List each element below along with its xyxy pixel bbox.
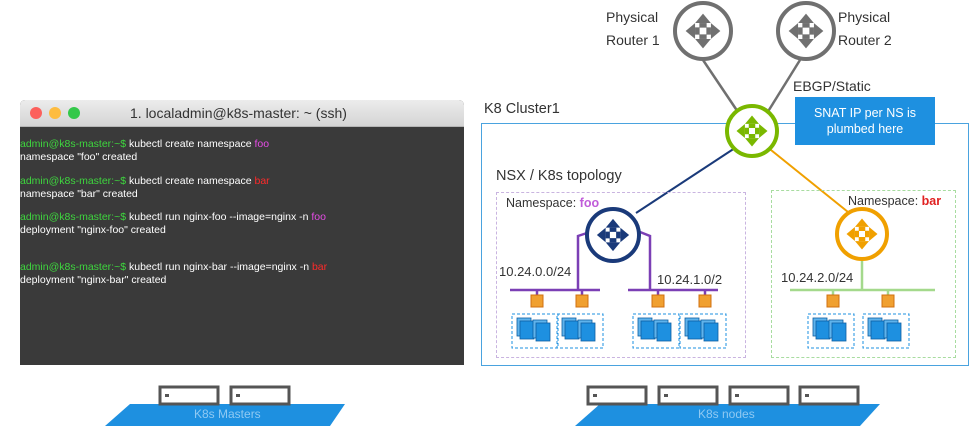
link-tier0-bar	[765, 145, 849, 213]
terminal-prompt: admin@k8s-master:~$	[20, 211, 129, 223]
namespace-bar-box	[771, 190, 956, 358]
pod-group	[511, 294, 910, 349]
pod-icon	[679, 294, 727, 349]
terminal-prompt: admin@k8s-master:~$	[20, 138, 129, 150]
terminal-prompt: admin@k8s-master:~$	[20, 261, 129, 273]
terminal-command: kubectl create namespace	[129, 175, 255, 187]
link-tier0-foo	[635, 145, 739, 214]
terminal-command: kubectl run nginx-foo --image=nginx -n	[129, 211, 312, 223]
server-icon	[657, 385, 719, 406]
terminal-command: kubectl run nginx-bar --image=nginx -n	[129, 261, 312, 273]
subnet-bar-label: 10.24.2.0/24	[781, 270, 854, 285]
cluster-label: K8 Cluster1	[484, 101, 560, 117]
terminal-output-line: namespace "bar" created	[20, 188, 138, 200]
terminal-namespace-arg: foo	[311, 211, 326, 223]
terminal-title: 1. localadmin@k8s-master: ~ (ssh)	[130, 105, 347, 121]
server-icon	[728, 385, 790, 406]
namespace-prefix: Namespace:	[506, 196, 580, 210]
nodes-platform	[575, 404, 880, 426]
terminal-command-line: admin@k8s-master:~$ kubectl create names…	[20, 175, 270, 187]
masters-platform	[105, 404, 345, 426]
terminal-output-line: deployment "nginx-bar" created	[20, 274, 167, 286]
ebgp-label: EBGP/Static	[793, 78, 871, 94]
namespace-foo-label: Namespace: foo	[506, 196, 599, 210]
pod-icon	[862, 294, 910, 349]
pod-icon	[556, 294, 604, 349]
link-router1-tier0	[701, 59, 744, 119]
server-icon	[586, 385, 648, 406]
pod-icon	[632, 294, 680, 349]
physical-router1-label-line1: Physical	[606, 9, 659, 25]
pod-icon	[511, 294, 559, 349]
terminal-window[interactable]: 1. localadmin@k8s-master: ~ (ssh) admin@…	[20, 100, 464, 365]
terminal-namespace-arg: foo	[254, 138, 270, 150]
namespace-prefix: Namespace:	[848, 194, 922, 208]
terminal-command-line: admin@k8s-master:~$ kubectl run nginx-ba…	[20, 261, 327, 273]
terminal-output-line: deployment "nginx-foo" created	[20, 224, 166, 236]
pod-icon	[807, 294, 855, 349]
minimize-button[interactable]	[49, 107, 61, 119]
server-icon	[158, 385, 220, 406]
zoom-button[interactable]	[68, 107, 80, 119]
subnet-foo2-label: 10.24.1.0/2	[657, 272, 723, 287]
terminal-command-line: admin@k8s-master:~$ kubectl run nginx-fo…	[20, 211, 326, 223]
physical-router1-label-line2: Router 1	[606, 32, 660, 48]
platforms	[105, 385, 880, 426]
terminal-titlebar[interactable]: 1. localadmin@k8s-master: ~ (ssh)	[20, 100, 464, 127]
masters-label: K8s Masters	[194, 407, 261, 421]
nodes-label: K8s nodes	[698, 407, 755, 421]
close-button[interactable]	[30, 107, 42, 119]
namespace-bar-name: bar	[921, 194, 942, 208]
terminal-namespace-arg: bar	[311, 261, 328, 273]
terminal-command-line: admin@k8s-master:~$ kubectl create names…	[20, 138, 269, 150]
snat-callout: SNAT IP per NS is plumbed here	[795, 97, 935, 145]
physical-router2-label-line1: Physical	[838, 9, 891, 25]
terminal-output-line: namespace "foo" created	[20, 151, 138, 163]
namespace-bar-label: Namespace: bar	[848, 194, 941, 208]
physical-router2-label-line2: Router 2	[838, 32, 892, 48]
namespace-foo-name: foo	[579, 196, 600, 210]
topology-label: NSX / K8s topology	[496, 168, 622, 184]
subnet-foo1-label: 10.24.0.0/24	[499, 264, 572, 279]
namespace-foo-box	[496, 192, 746, 358]
terminal-prompt: admin@k8s-master:~$	[20, 175, 129, 187]
terminal-command: kubectl create namespace	[129, 138, 255, 150]
server-icon	[229, 385, 291, 406]
server-icon	[798, 385, 860, 406]
terminal-namespace-arg: bar	[254, 175, 270, 187]
